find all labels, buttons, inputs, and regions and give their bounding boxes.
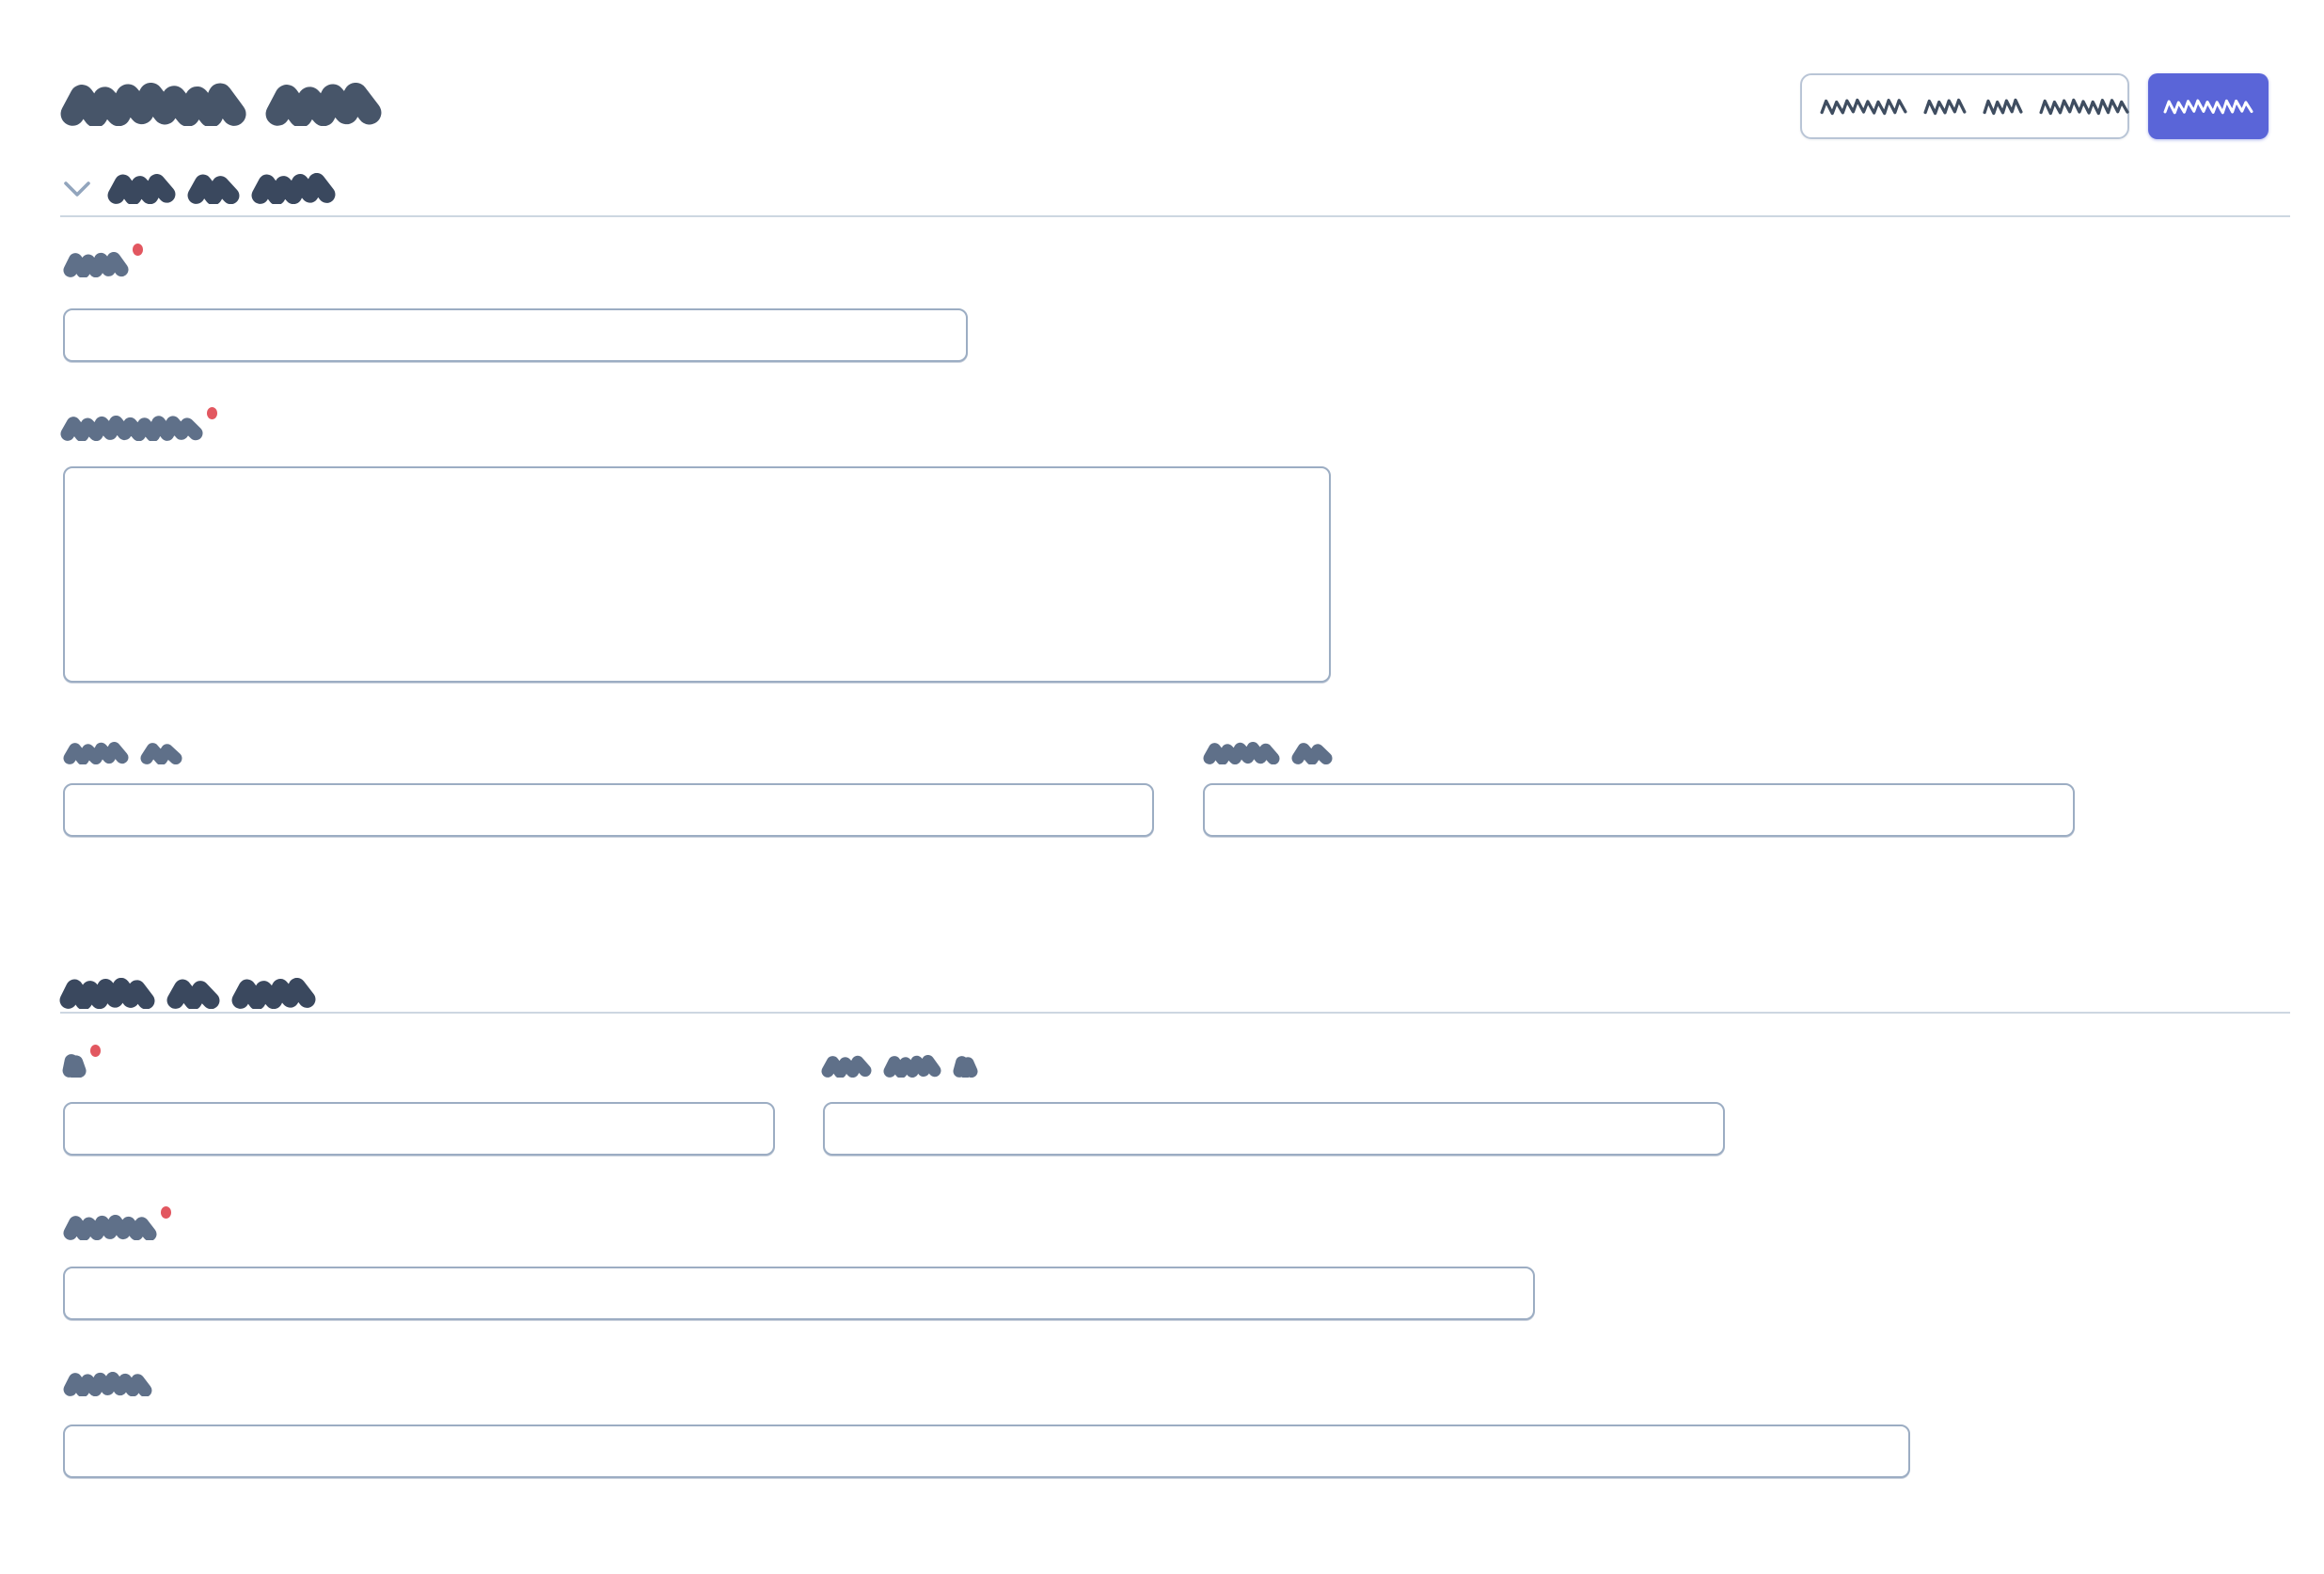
field-2-textarea[interactable] — [63, 466, 1331, 683]
field-7-input[interactable] — [63, 1267, 1535, 1320]
field-6-label — [821, 1055, 978, 1078]
field-4-label — [1203, 742, 1333, 764]
field-8-input[interactable] — [63, 1424, 1910, 1478]
chevron-down-icon[interactable] — [63, 180, 91, 198]
field-1-input[interactable] — [63, 308, 968, 362]
section-2-divider — [60, 1012, 2290, 1014]
search-input-value — [1820, 96, 2129, 117]
required-dot — [161, 1206, 171, 1219]
primary-action-button-label — [2163, 97, 2253, 116]
field-5-label — [62, 1045, 101, 1078]
search-input[interactable] — [1800, 73, 2129, 139]
field-4-input[interactable] — [1203, 783, 2075, 837]
required-dot — [133, 244, 143, 256]
section-1-title — [107, 173, 336, 204]
field-2-label — [60, 407, 217, 441]
required-dot — [90, 1045, 101, 1057]
required-dot — [207, 407, 217, 419]
field-3-label — [63, 742, 182, 764]
section-1-divider — [60, 215, 2290, 217]
field-8-label — [63, 1372, 152, 1396]
field-5-input[interactable] — [63, 1102, 775, 1156]
section-1-header[interactable] — [63, 173, 336, 204]
page-title — [60, 83, 382, 126]
primary-action-button[interactable] — [2148, 73, 2269, 139]
field-1-label — [63, 244, 143, 277]
field-7-label — [63, 1206, 171, 1240]
section-2-header — [59, 978, 316, 1009]
field-6-input[interactable] — [823, 1102, 1725, 1156]
field-3-input[interactable] — [63, 783, 1154, 837]
section-2-title — [59, 978, 316, 1009]
